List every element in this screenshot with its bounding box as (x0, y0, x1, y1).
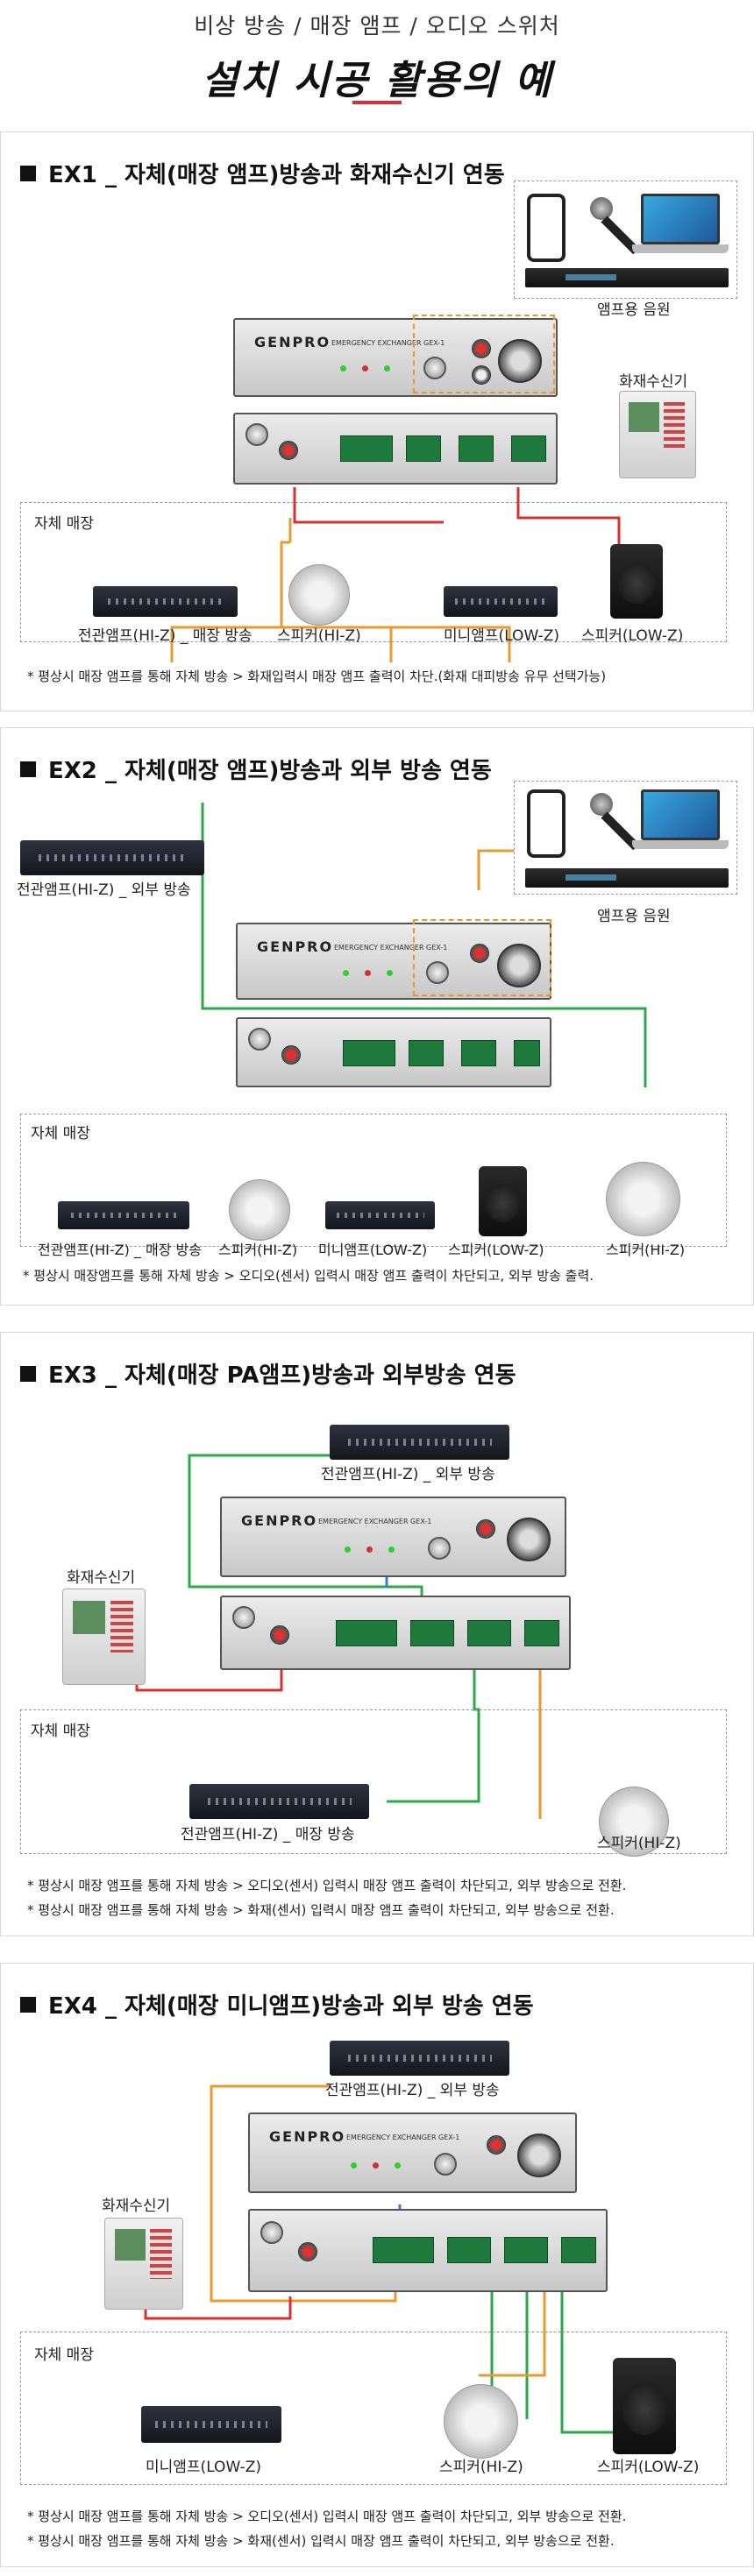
box-speaker-lowz (613, 2358, 676, 2454)
gex1-front-panel: GENPRO EMERGENCY EXCHANGER GEX-1 (248, 2112, 577, 2193)
mini-amp-device (325, 1201, 435, 1229)
ex2-input-highlight (413, 919, 551, 996)
ceiling-speaker-hiz-external (606, 1162, 680, 1236)
ex2-store-label: 자체 매장 (31, 1125, 90, 1143)
ex1-device-label-4: 스피커(LOW-Z) (581, 627, 684, 645)
ex3-device-label-1: 전관앰프(HI-Z) _ 매장 방송 (181, 1826, 355, 1844)
ex4-external-label: 전관앰프(HI-Z) _ 외부 방송 (325, 2082, 500, 2099)
ceiling-speaker-hiz (229, 1179, 290, 1241)
ex2-device-label-3: 미니앰프(LOW-Z) (318, 1242, 428, 1258)
gex1-rear-panel (236, 1017, 551, 1087)
gex1-front-panel: GENPRO EMERGENCY EXCHANGER GEX-1 (236, 923, 551, 1000)
ex3-store-label: 자체 매장 (31, 1723, 90, 1740)
ex2-device-label-5: 스피커(HI-Z) (606, 1242, 686, 1258)
ex3-fire-label: 화재수신기 (67, 1569, 136, 1587)
ex1-source-label: 앰프용 음원 (597, 301, 671, 319)
ex1-input-highlight (413, 315, 555, 393)
smartphone-icon (527, 789, 566, 858)
ex1-store-group (20, 502, 727, 642)
ex3-store-group (20, 1709, 727, 1854)
ex3-note-2: * 평상시 매장 앰프를 통해 자체 방송 > 화재(센서) 입력시 매장 앰프… (27, 1902, 615, 1918)
pa-amp-device (93, 586, 238, 617)
ex1-source-box (514, 180, 737, 299)
ex4-title: EX4 _ 자체(매장 미니앰프)방송과 외부 방송 연동 (20, 1988, 534, 2020)
ex2-title: EX2 _ 자체(매장 앰프)방송과 외부 방송 연동 (20, 753, 492, 785)
ex4-device-label-3: 스피커(LOW-Z) (597, 2459, 700, 2476)
ex2-note: * 평상시 매장앰프를 통해 자체 방송 > 오디오(센서) 입력시 매장 앰프… (23, 1268, 594, 1284)
ex3-section: EX3 _ 자체(매장 PA앰프)방송과 외부방송 연동 전관앰프(HI-Z) … (0, 1332, 754, 1936)
ex1-note: * 평상시 매장 앰프를 통해 자체 방송 > 화재입력시 매장 앰프 출력이 … (27, 669, 607, 684)
ex1-device-label-1: 전관앰프(HI-Z) _ 매장 방송 (78, 627, 253, 645)
media-player-device (525, 868, 729, 888)
gex1-rear-panel (248, 2209, 608, 2292)
ex4-note-2: * 평상시 매장 앰프를 통해 자체 방송 > 화재(센서) 입력시 매장 앰프… (27, 2533, 615, 2549)
gex1-front-panel: GENPRO EMERGENCY EXCHANGER GEX-1 (220, 1497, 566, 1577)
ex4-device-label-1: 미니앰프(LOW-Z) (146, 2459, 261, 2476)
media-player-device (525, 268, 729, 287)
ex2-source-box (514, 781, 737, 895)
smartphone-icon (527, 194, 566, 262)
ex2-section: EX2 _ 자체(매장 앰프)방송과 외부 방송 연동 전관앰프(HI-Z) _… (0, 727, 754, 1306)
gex1-rear-panel (220, 1596, 571, 1670)
ex2-device-label-4: 스피커(LOW-Z) (448, 1242, 544, 1258)
ex1-title: EX1 _ 자체(매장 앰프)방송과 화재수신기 연동 (20, 157, 505, 189)
pa-amp-device (189, 1784, 369, 1819)
ceiling-speaker-hiz (599, 1787, 669, 1857)
ex2-device-label-2: 스피커(HI-Z) (218, 1242, 298, 1258)
ex4-section: EX4 _ 자체(매장 미니앰프)방송과 외부 방송 연동 전관앰프(HI-Z)… (0, 1963, 754, 2567)
laptop-icon (632, 194, 729, 257)
ex1-device-label-3: 미니앰프(LOW-Z) (444, 627, 559, 645)
page-subtitle: 비상 방송 / 매장 앰프 / 오디오 스위처 (194, 13, 560, 39)
ex2-external-label: 전관앰프(HI-Z) _ 외부 방송 (17, 881, 191, 899)
fire-receiver-device (619, 391, 696, 478)
fire-receiver-device (104, 2218, 183, 2310)
ex1-store-label: 자체 매장 (34, 515, 94, 533)
external-pa-amp-device (330, 1425, 509, 1460)
mini-amp-device (444, 586, 558, 617)
gex1-front-panel: GENPRO EMERGENCY EXCHANGER GEX-1 (233, 318, 558, 397)
ex4-note-1: * 평상시 매장 앰프를 통해 자체 방송 > 오디오(센서) 입력시 매장 앰… (27, 2509, 627, 2524)
ceiling-speaker-hiz (444, 2384, 518, 2459)
laptop-icon (632, 789, 729, 853)
ex4-store-label: 자체 매장 (34, 2346, 94, 2364)
ex2-store-group (20, 1114, 727, 1247)
ex1-section: EX1 _ 자체(매장 앰프)방송과 화재수신기 연동 앰프용 음원 GENPR… (0, 131, 754, 711)
ex1-device-label-2: 스피커(HI-Z) (277, 627, 361, 645)
ex2-device-label-1: 전관앰프(HI-Z) _ 매장 방송 (38, 1242, 202, 1258)
external-pa-amp-device (20, 840, 204, 875)
ex3-note-1: * 평상시 매장 앰프를 통해 자체 방송 > 오디오(센서) 입력시 매장 앰… (27, 1878, 627, 1893)
external-pa-amp-device (330, 2041, 509, 2076)
ceiling-speaker-hiz (288, 564, 350, 626)
fire-receiver-device (62, 1589, 146, 1685)
ex3-title: EX3 _ 자체(매장 PA앰프)방송과 외부방송 연동 (20, 1357, 516, 1390)
mini-amp-device (141, 2406, 281, 2443)
microphone-icon (587, 194, 648, 255)
ex1-fire-label: 화재수신기 (619, 373, 688, 391)
microphone-icon (587, 789, 648, 851)
ex4-store-group (20, 2332, 727, 2485)
ex4-fire-label: 화재수신기 (102, 2197, 171, 2215)
ex4-device-label-2: 스피커(HI-Z) (439, 2459, 523, 2476)
ex3-device-label-2: 스피커(HI-Z) (597, 1835, 681, 1852)
ex3-external-label: 전관앰프(HI-Z) _ 외부 방송 (321, 1466, 495, 1483)
gex1-rear-panel (233, 413, 558, 485)
page-title: 설치 시공 활용의 예 (201, 57, 553, 103)
box-speaker-lowz (610, 544, 663, 619)
pa-amp-device (58, 1201, 189, 1229)
box-speaker-lowz (479, 1166, 527, 1236)
title-underline (352, 101, 402, 104)
page-header: 비상 방송 / 매장 앰프 / 오디오 스위처 설치 시공 활용의 예 (0, 0, 754, 131)
ex2-source-label: 앰프용 음원 (597, 908, 671, 925)
